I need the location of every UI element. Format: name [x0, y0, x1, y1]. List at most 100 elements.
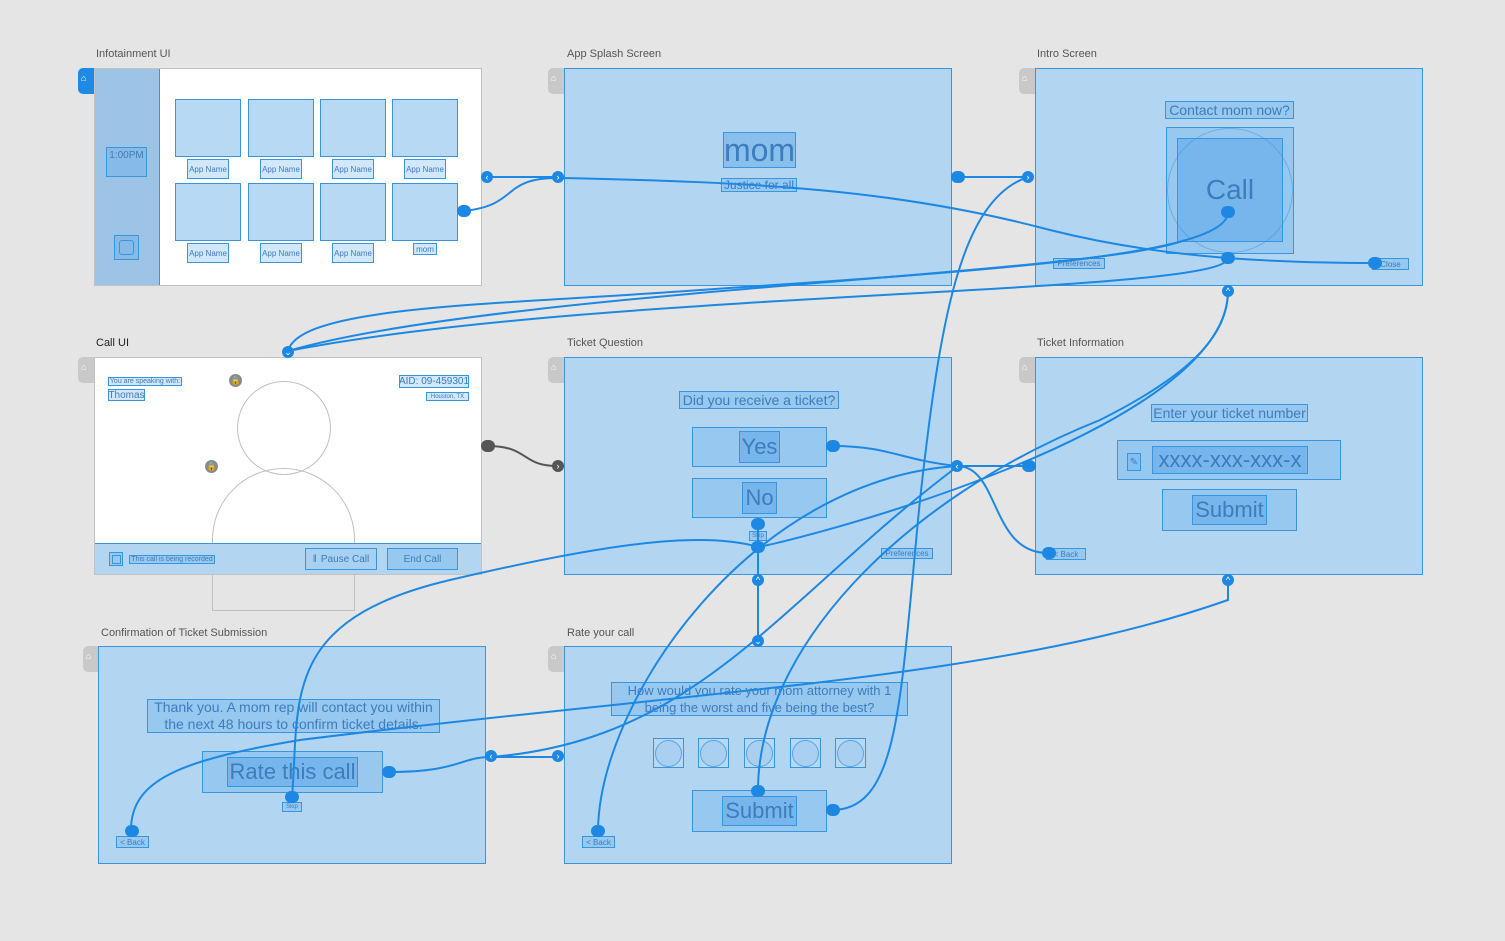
preferences-link[interactable]: Preferences: [881, 548, 933, 559]
artboard-title-intro[interactable]: Intro Screen: [1037, 48, 1097, 60]
link-handle[interactable]: [751, 541, 765, 553]
home-button[interactable]: [114, 235, 139, 260]
yes-label: Yes: [738, 431, 781, 463]
home-icon[interactable]: ⌂: [548, 68, 564, 94]
link-handle[interactable]: [1022, 460, 1036, 472]
artboard-title-infotainment[interactable]: Infotainment UI: [96, 48, 171, 60]
submit-label: Submit: [722, 796, 797, 826]
link-handle[interactable]: [1221, 206, 1235, 218]
submit-button[interactable]: Submit: [1162, 489, 1297, 531]
aid-number: AID: 09-459301: [399, 375, 469, 388]
app-tile[interactable]: [175, 99, 241, 157]
link-handle[interactable]: [125, 825, 139, 837]
link-handle[interactable]: [1368, 257, 1382, 269]
chevron-up-icon[interactable]: ^: [752, 574, 764, 586]
rating-option-1[interactable]: [653, 738, 684, 768]
app-tile[interactable]: [320, 183, 386, 241]
link-handle[interactable]: [826, 804, 840, 816]
link-mom-to-splash: [463, 177, 559, 212]
yes-button[interactable]: Yes: [692, 427, 827, 467]
splash-logo: mom: [723, 132, 796, 168]
artboard-title-ticket-question[interactable]: Ticket Question: [567, 337, 644, 349]
rating-option-5[interactable]: [835, 738, 866, 768]
home-icon[interactable]: ⌂: [1019, 357, 1035, 383]
chevron-up-icon[interactable]: ^: [1222, 574, 1234, 586]
no-label: No: [742, 482, 777, 514]
submit-button[interactable]: Submit: [692, 790, 827, 832]
link-handle[interactable]: [382, 766, 396, 778]
confirmation-message: Thank you. A mom rep will contact you wi…: [147, 699, 440, 733]
chevron-down-icon[interactable]: ⌄: [282, 346, 294, 358]
link-handle[interactable]: [951, 171, 965, 183]
link-handle[interactable]: [751, 518, 765, 530]
chevron-right-icon[interactable]: ›: [552, 460, 564, 472]
sidebar: [95, 69, 160, 285]
avatar-body-shape[interactable]: [212, 468, 355, 611]
ticket-number-input[interactable]: ✎ xxxx-xxx-xxx-x: [1117, 440, 1341, 480]
link-preferences-ticket: [490, 465, 959, 758]
link-handle[interactable]: [1221, 252, 1235, 264]
link-handle[interactable]: [285, 791, 299, 803]
app-label: App Name: [187, 243, 229, 263]
artboard-splash[interactable]: mom Justice for all: [564, 68, 952, 286]
pause-call-label: Pause Call: [320, 553, 370, 565]
link-rate-call-to-rate: [387, 756, 558, 773]
link-handle[interactable]: [751, 785, 765, 797]
artboard-title-confirmation[interactable]: Confirmation of Ticket Submission: [101, 627, 268, 639]
link-handle[interactable]: [481, 440, 495, 452]
home-icon[interactable]: ⌂: [548, 646, 564, 672]
app-label-mom: mom: [413, 243, 437, 255]
link-confirm-back-to-intro: [130, 580, 1230, 831]
artboard-title-rate[interactable]: Rate your call: [567, 627, 635, 639]
no-button[interactable]: No: [692, 478, 827, 518]
chevron-right-icon[interactable]: ›: [1022, 171, 1034, 183]
chevron-down-icon[interactable]: ⌄: [752, 635, 764, 647]
link-handle[interactable]: [591, 825, 605, 837]
home-icon[interactable]: ⌂: [1019, 68, 1035, 94]
chevron-left-icon[interactable]: ‹: [481, 171, 493, 183]
link-handle[interactable]: [457, 205, 471, 217]
app-label: App Name: [187, 159, 229, 179]
app-label: App Name: [260, 159, 302, 179]
artboard-ticket-info[interactable]: Enter your ticket number ✎ xxxx-xxx-xxx-…: [1035, 357, 1423, 575]
home-icon[interactable]: ⌂: [78, 68, 94, 94]
app-tile[interactable]: [248, 183, 314, 241]
app-tile[interactable]: [320, 99, 386, 157]
app-tile[interactable]: [175, 183, 241, 241]
confirmation-line-1: Thank you. A mom rep will contact you wi…: [154, 699, 433, 715]
pause-call-button[interactable]: ‖Pause Call: [305, 548, 377, 570]
app-label: App Name: [260, 243, 302, 263]
home-icon[interactable]: ⌂: [83, 646, 99, 672]
home-icon[interactable]: ⌂: [548, 357, 564, 383]
chevron-right-icon[interactable]: ›: [552, 171, 564, 183]
call-button[interactable]: Call: [1177, 138, 1283, 242]
clock-time: 1:00PM: [109, 150, 144, 161]
end-call-button[interactable]: End Call: [387, 548, 458, 570]
app-tile[interactable]: [248, 99, 314, 157]
artboard-title-ticket-info[interactable]: Ticket Information: [1037, 337, 1125, 349]
back-link[interactable]: < Back: [1046, 548, 1086, 560]
artboard-call-ui[interactable]: You are speaking with: Thomas AID: 09-45…: [94, 357, 482, 611]
link-handle[interactable]: [826, 440, 840, 452]
chevron-left-icon[interactable]: ‹: [951, 460, 963, 472]
app-label: App Name: [332, 159, 374, 179]
rating-option-4[interactable]: [790, 738, 821, 768]
link-ticket-info-back: [956, 465, 1049, 554]
artboard-title-call-ui[interactable]: Call UI: [96, 337, 130, 349]
link-handle[interactable]: [1042, 547, 1056, 559]
chevron-right-icon[interactable]: ›: [552, 750, 564, 762]
home-icon[interactable]: ⌂: [78, 357, 94, 383]
location: Houston, TX: [426, 392, 469, 401]
artboard-title-splash[interactable]: App Splash Screen: [567, 48, 662, 60]
link-rate-back-to-ticket: [597, 465, 958, 831]
artboard-infotainment[interactable]: 1:00PM App Name App Name App Name App Na…: [94, 68, 482, 286]
rating-option-2[interactable]: [698, 738, 729, 768]
speaking-with-label: You are speaking with:: [108, 377, 182, 386]
chevron-left-icon[interactable]: ‹: [485, 750, 497, 762]
chevron-up-icon[interactable]: ^: [1222, 285, 1234, 297]
back-link[interactable]: < Back: [582, 836, 615, 848]
app-tile-mom[interactable]: [392, 183, 458, 241]
link-splash-to-close: [559, 177, 1376, 264]
link-skip-to-intro: [757, 290, 1229, 548]
app-tile[interactable]: [392, 99, 458, 157]
